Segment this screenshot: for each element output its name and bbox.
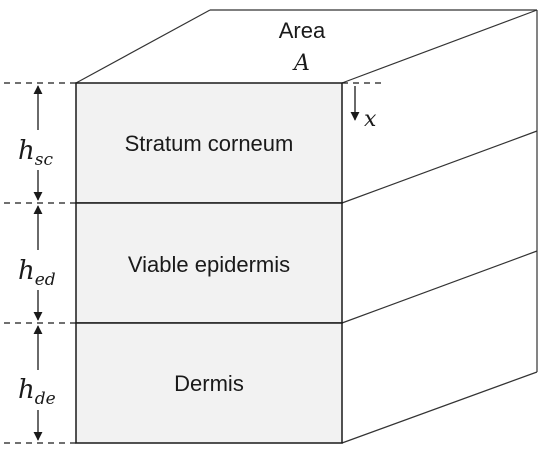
thickness-label-de: hde [18,375,56,409]
area-symbol: A [292,51,310,76]
label-bg-ed [14,250,62,290]
layer-dermis [75,322,343,444]
box-top-left-edge [75,9,211,84]
label-bg-de [14,370,62,410]
box-top-right-edge [341,9,538,84]
thickness-label-ed: hed [18,256,56,290]
label-bg-sc [14,130,62,170]
area-label: Area [279,18,326,43]
layer-name-stratum-corneum: Stratum corneum [125,131,294,156]
side-boundary-ed-de [341,250,538,324]
box-bottom-right-edge [341,371,538,444]
layer-stratum-corneum [75,82,343,204]
depth-symbol: x [364,107,377,132]
layer-name-dermis: Dermis [174,371,244,396]
thickness-label-sc: hsc [18,136,53,170]
layer-viable-epidermis [75,202,343,324]
layer-name-viable-epidermis: Viable epidermis [128,252,290,277]
side-boundary-sc-ed [341,130,538,204]
